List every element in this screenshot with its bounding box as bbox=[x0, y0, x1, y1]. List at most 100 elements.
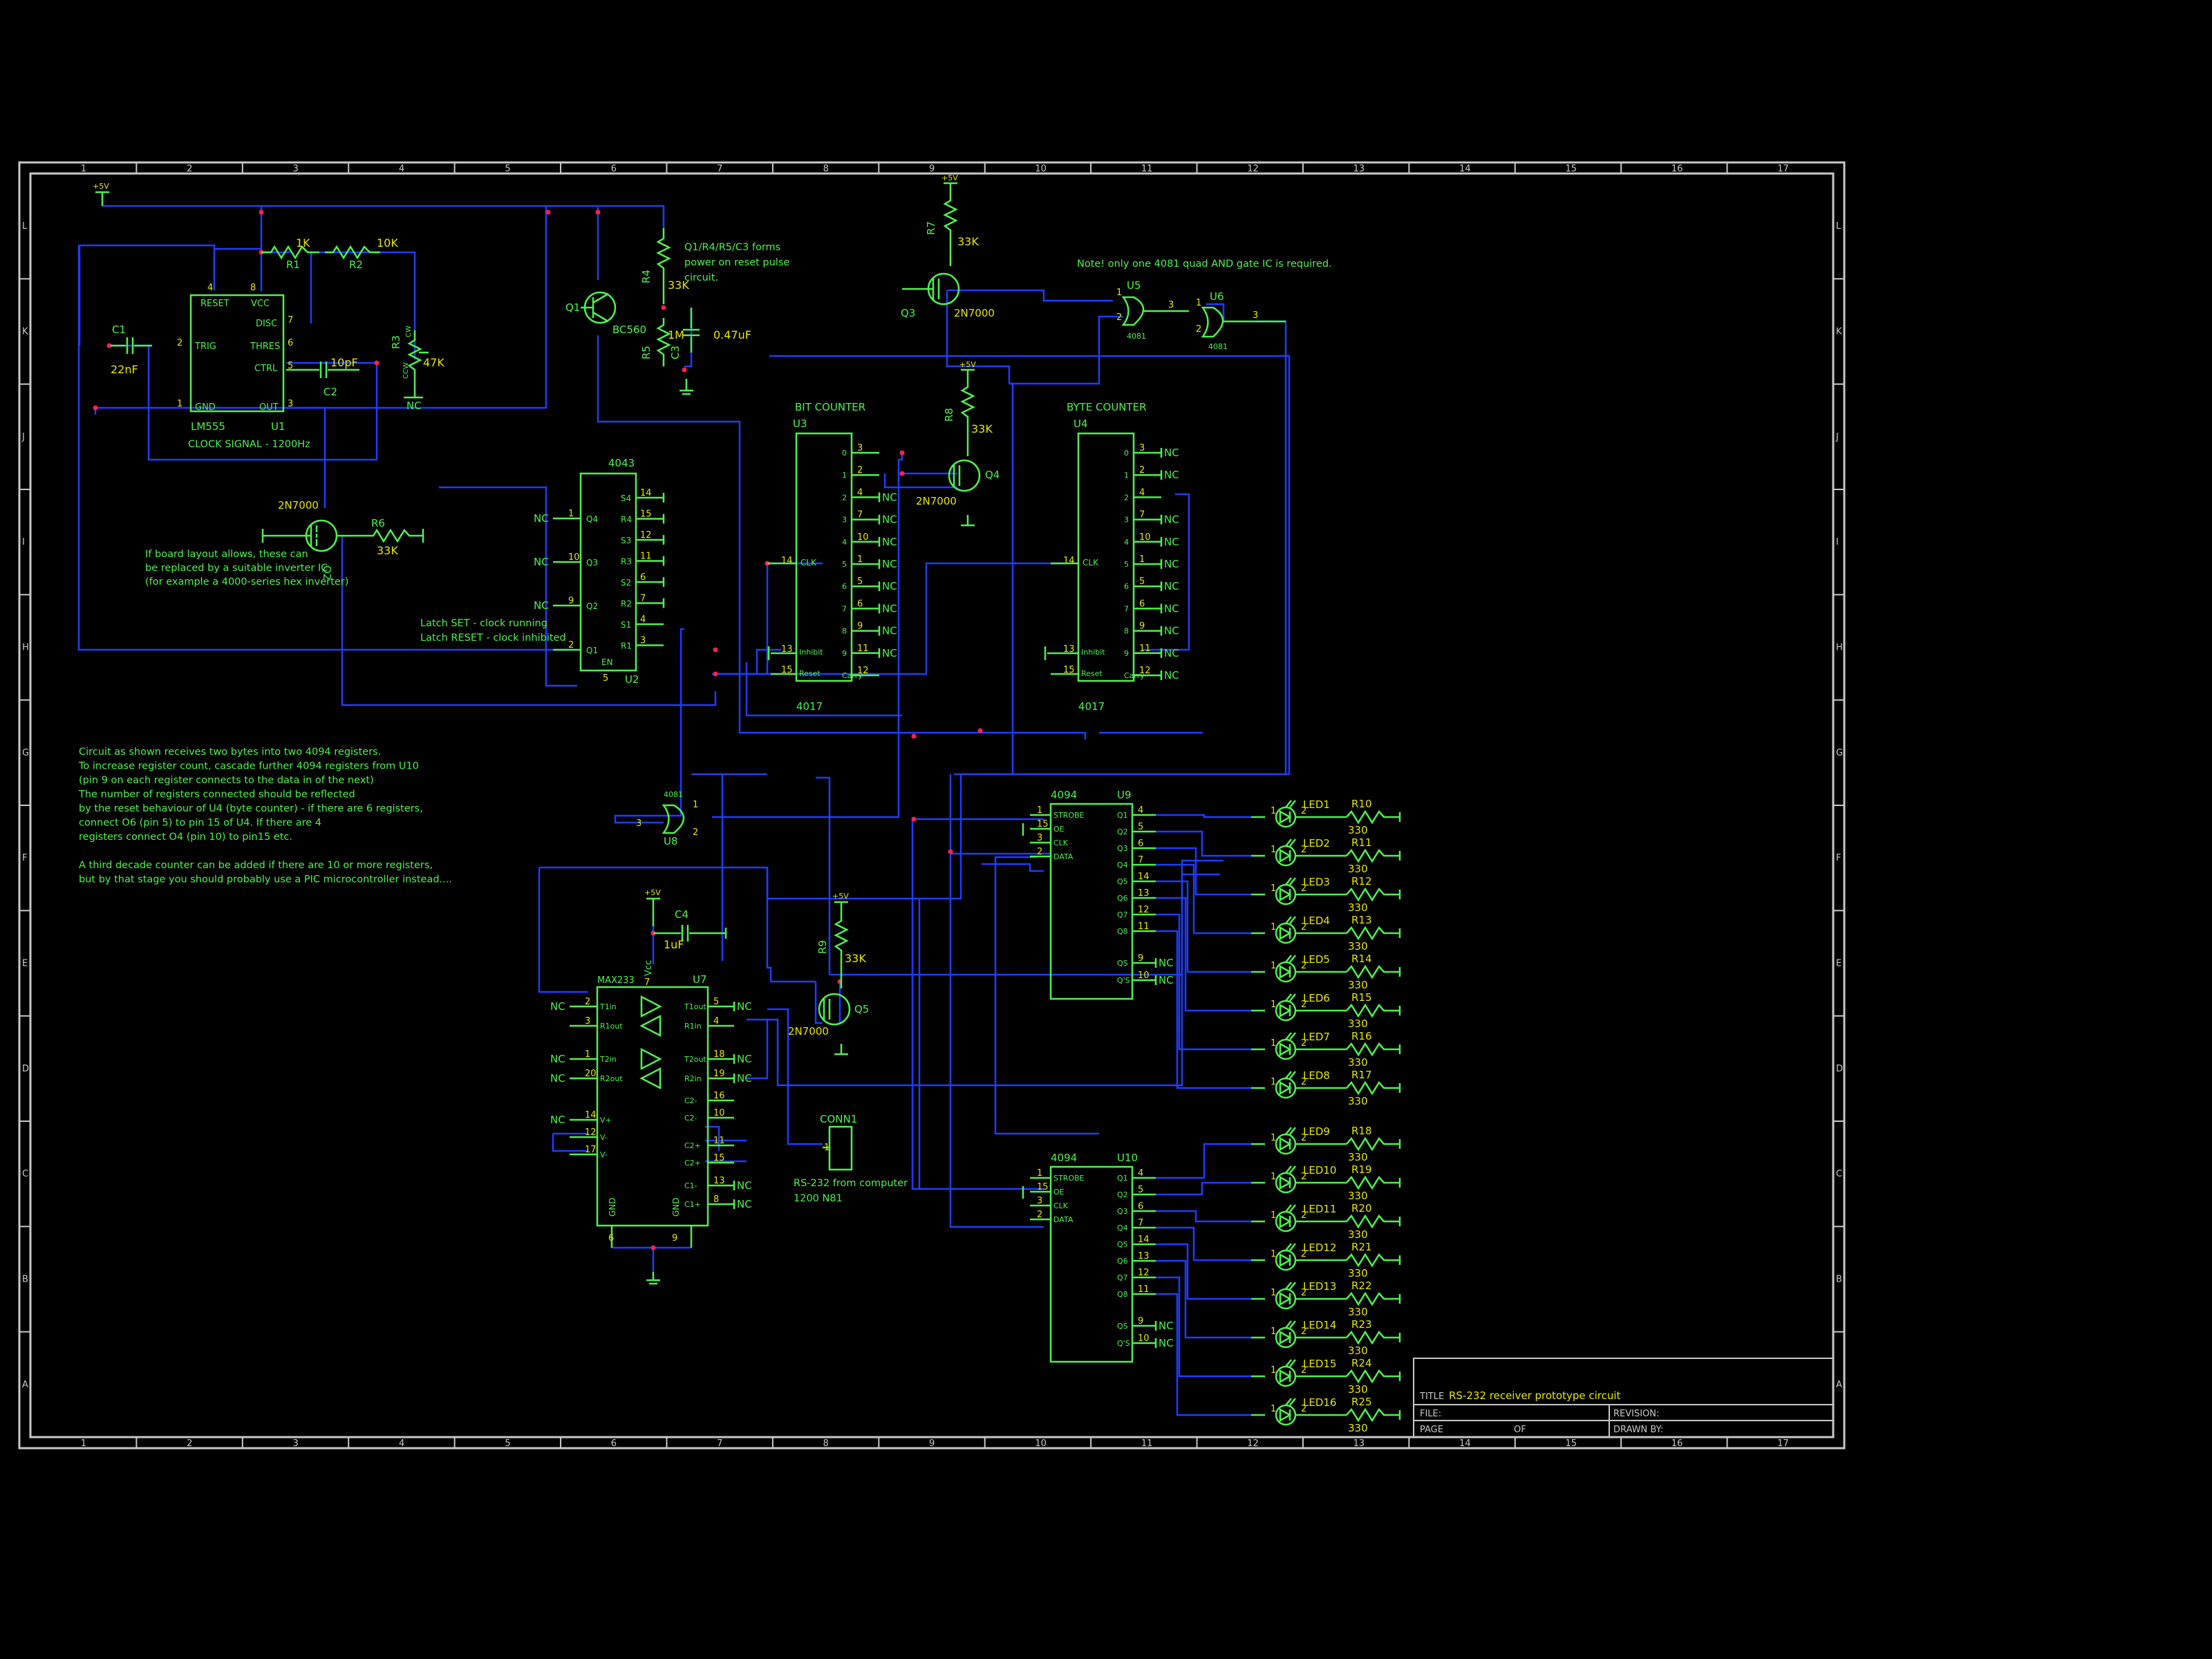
grid-col-label: 9 bbox=[929, 164, 935, 174]
u4-outputs-pinnum: 3 bbox=[1139, 443, 1145, 453]
led-resistor-value: 330 bbox=[1348, 1018, 1368, 1030]
u4-outputs-nc: NC bbox=[1164, 669, 1179, 682]
led-ref: LED13 bbox=[1303, 1280, 1336, 1293]
grid-row-label: J bbox=[1835, 432, 1839, 442]
drawn-by-label: DRAWN BY: bbox=[1613, 1425, 1663, 1435]
led-resistor-value: 330 bbox=[1348, 1306, 1368, 1318]
grid-col-label: 3 bbox=[293, 1438, 299, 1449]
register-ref: U10 bbox=[1117, 1152, 1138, 1164]
register-pin-q4: Q4 bbox=[1117, 1224, 1128, 1232]
led-resistor-ref: R20 bbox=[1351, 1202, 1372, 1215]
max233-vcc-pin: 7 bbox=[644, 977, 650, 988]
design-note-line: by the reset behaviour of U4 (byte count… bbox=[79, 803, 423, 814]
max233-gnd-right: GND bbox=[671, 1197, 681, 1217]
led-resistor-value: 330 bbox=[1348, 1267, 1368, 1280]
register-pin-q5: Q5 bbox=[1117, 1240, 1128, 1249]
max233-pin-c2: C2+ bbox=[684, 1159, 701, 1168]
grid-row-label: H bbox=[1836, 643, 1843, 653]
led-pin-1: 1 bbox=[1271, 1288, 1276, 1298]
vcc-label-max233: +5V bbox=[644, 888, 661, 897]
latch-pinnum: 12 bbox=[640, 530, 652, 541]
led-ref: LED14 bbox=[1303, 1319, 1336, 1331]
max233-pinnum: 15 bbox=[713, 1153, 725, 1163]
led-pin-1: 1 bbox=[1271, 922, 1276, 932]
register-pin-oe: OE bbox=[1053, 1188, 1065, 1197]
r4-ref: R4 bbox=[640, 270, 653, 283]
grid-col-label: 5 bbox=[505, 164, 510, 174]
c1-value: 22nF bbox=[111, 363, 138, 376]
led-resistor-value: 330 bbox=[1348, 1228, 1368, 1241]
lm555-pin-gnd: GND bbox=[195, 402, 216, 413]
led-resistor-ref: R11 bbox=[1351, 836, 1372, 849]
max233-pin-r1in: R1in bbox=[684, 1022, 702, 1031]
and-gates: U5 4081 1 2 3 U6 4081 1 2 3 Note! only o… bbox=[636, 259, 1332, 847]
grid-row-label: C bbox=[1836, 1169, 1842, 1179]
grid-col-label: 8 bbox=[823, 1438, 829, 1449]
led-resistor-value: 330 bbox=[1348, 1095, 1368, 1107]
max233-nc: NC bbox=[737, 1053, 752, 1065]
latch-pin-s4: S4 bbox=[621, 494, 631, 503]
led-pin-1: 1 bbox=[1271, 883, 1276, 894]
grid-col-label: 9 bbox=[929, 1438, 935, 1449]
register-pinnum: 11 bbox=[1138, 1284, 1150, 1295]
reset-circuit: Q1 BC560 R4 33K R5 1M C3 0.47uF Q1/R4/R5… bbox=[565, 228, 789, 366]
bit-counter-title: BIT COUNTER bbox=[795, 401, 865, 413]
max233-nc: NC bbox=[737, 1000, 752, 1013]
u8-pin2: 2 bbox=[693, 827, 698, 838]
q3-type: 2N7000 bbox=[954, 307, 995, 319]
u4-clk-label: CLK bbox=[1082, 558, 1099, 568]
u3-outputs-nc: NC bbox=[882, 491, 897, 503]
c2-ref: C2 bbox=[324, 386, 337, 398]
u8-pin3: 3 bbox=[636, 818, 641, 829]
grid-col-label: 15 bbox=[1565, 164, 1577, 174]
grid-col-label: 2 bbox=[187, 1438, 192, 1449]
led-icon bbox=[1275, 961, 1297, 983]
led-pin-1: 1 bbox=[1271, 1210, 1276, 1221]
max233-pin-c1: C1+ bbox=[684, 1200, 701, 1209]
u5-pin2: 2 bbox=[1116, 312, 1122, 323]
latch-pinnum: 10 bbox=[568, 552, 580, 563]
led-icon bbox=[1275, 1210, 1297, 1232]
max233-pinnum: 2 bbox=[585, 997, 590, 1007]
grid-col-label: 3 bbox=[293, 164, 299, 174]
lm555-pin-disc: DISC bbox=[256, 319, 277, 329]
u3-outputs-q1: 1 bbox=[842, 471, 847, 480]
lm555-pin-trig: TRIG bbox=[194, 341, 216, 352]
led-ref: LED1 bbox=[1303, 798, 1330, 811]
u3-outputs-qcarry: Carry bbox=[842, 671, 863, 680]
grid-col-label: 14 bbox=[1459, 164, 1471, 174]
lm555-pin-out: OUT bbox=[259, 402, 279, 413]
grid-row-label: I bbox=[1836, 537, 1839, 547]
u3-outputs-q3: 3 bbox=[842, 516, 847, 525]
register-pin-strobe: STROBE bbox=[1053, 811, 1085, 820]
led-icon bbox=[1275, 1077, 1297, 1099]
u3-outputs-nc: NC bbox=[882, 514, 897, 526]
led-resistor-ref: R16 bbox=[1351, 1030, 1372, 1042]
r8-value: 33K bbox=[971, 422, 993, 435]
u8-type: 4081 bbox=[664, 790, 683, 799]
max233-pin-v: V- bbox=[600, 1150, 608, 1159]
max233-pinnum: 18 bbox=[713, 1049, 725, 1060]
led-pin-2: 2 bbox=[1301, 1365, 1306, 1376]
led-ref: LED2 bbox=[1303, 837, 1330, 850]
grid-col-label: 14 bbox=[1459, 1438, 1471, 1449]
grid-col-label: 15 bbox=[1565, 1438, 1577, 1449]
u3-inhibit-label: Inhibit bbox=[799, 648, 823, 657]
led-pin-1: 1 bbox=[1271, 1172, 1276, 1182]
max233-pinnum: 19 bbox=[713, 1069, 725, 1079]
grid-col-label: 10 bbox=[1035, 164, 1047, 174]
register-pinnum: 14 bbox=[1138, 872, 1150, 882]
u3-outputs-pinnum: 3 bbox=[857, 443, 863, 453]
register-type: 4094 bbox=[1051, 789, 1077, 801]
max233-pin-v: V+ bbox=[600, 1116, 612, 1125]
grid-col-label: 5 bbox=[505, 1438, 510, 1449]
lm555-pinnum-6: 6 bbox=[288, 338, 293, 348]
q4-ref: Q4 bbox=[985, 469, 1000, 481]
revision-label: REVISION: bbox=[1613, 1409, 1659, 1419]
grid-row-label: K bbox=[1836, 327, 1842, 337]
